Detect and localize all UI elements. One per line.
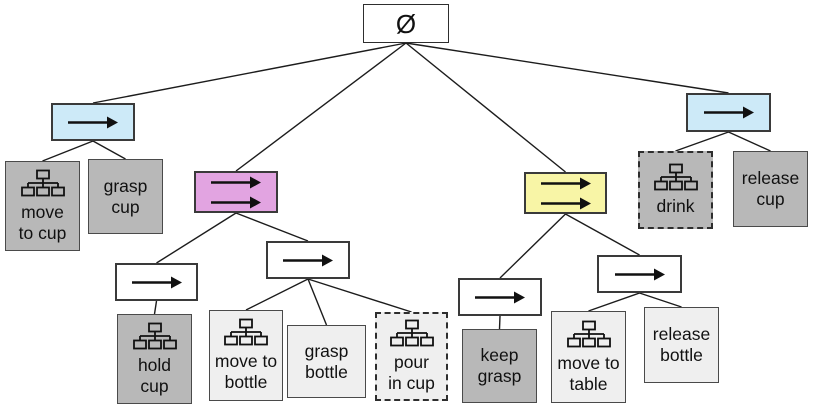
sitemap-icon bbox=[389, 319, 434, 347]
tree-edge bbox=[588, 292, 640, 312]
tree-edge bbox=[307, 278, 412, 313]
node-label-line: cup bbox=[756, 189, 785, 209]
node-root: Ø bbox=[363, 4, 449, 43]
node-label-line: move bbox=[21, 201, 64, 222]
tree-edge bbox=[235, 212, 309, 242]
node-label-line: pour bbox=[393, 352, 429, 372]
sitemap-icon bbox=[20, 169, 65, 196]
tree-edge bbox=[235, 42, 407, 172]
node-label-line: move to bbox=[557, 352, 620, 373]
node-label-line: cup bbox=[111, 196, 140, 217]
node-drink: drink bbox=[638, 151, 713, 229]
right-arrow-icon bbox=[540, 177, 591, 189]
node-par-yellow bbox=[524, 172, 607, 214]
tree-edge bbox=[42, 140, 94, 162]
right-arrow-icon bbox=[131, 276, 182, 288]
node-label-line: release bbox=[652, 324, 711, 344]
tree-edge bbox=[307, 278, 328, 326]
root-symbol: Ø bbox=[395, 8, 417, 39]
right-arrow-icon bbox=[68, 116, 118, 128]
node-seq-left bbox=[51, 103, 135, 141]
sitemap-icon bbox=[224, 318, 268, 346]
node-label-line: table bbox=[569, 373, 608, 394]
tree-edge bbox=[92, 140, 126, 160]
sitemap-icon bbox=[653, 163, 698, 191]
tree-edge bbox=[675, 131, 729, 152]
tree-edge bbox=[92, 42, 407, 104]
node-label-line: move to bbox=[214, 351, 278, 371]
node-label-line: drink bbox=[656, 196, 695, 216]
right-arrow-icon bbox=[475, 291, 525, 303]
tree-edge bbox=[565, 213, 640, 256]
tree-edge bbox=[499, 213, 566, 279]
tree-edge bbox=[405, 42, 566, 173]
node-label-line: grasp bbox=[477, 366, 522, 386]
tree-edge bbox=[498, 315, 501, 330]
tree-edge bbox=[639, 292, 682, 308]
node-label-line: keep bbox=[480, 345, 519, 365]
node-seq-hold bbox=[115, 263, 198, 301]
node-label-line: bottle bbox=[305, 361, 348, 382]
right-arrow-icon bbox=[211, 176, 261, 188]
node-par-pink bbox=[194, 171, 278, 213]
node-label-line: grasp bbox=[103, 175, 148, 196]
tree-edge bbox=[728, 131, 771, 152]
node-seq-right bbox=[686, 93, 771, 132]
node-label-line: bottle bbox=[660, 345, 703, 365]
node-seq-release bbox=[597, 255, 682, 293]
sitemap-icon bbox=[132, 322, 177, 349]
right-arrow-icon bbox=[614, 268, 665, 280]
node-label-line: hold bbox=[137, 354, 172, 375]
right-arrow-icon bbox=[540, 197, 591, 209]
right-arrow-icon bbox=[211, 196, 261, 208]
node-label-line: grasp bbox=[304, 340, 349, 361]
node-label-line: bottle bbox=[224, 372, 268, 392]
node-seq-keep bbox=[458, 278, 542, 316]
right-arrow-icon bbox=[703, 106, 754, 119]
node-label-line: release bbox=[741, 168, 800, 188]
node-label-line: in cup bbox=[388, 373, 435, 393]
node-label-line: to cup bbox=[18, 222, 67, 243]
right-arrow-icon bbox=[283, 254, 333, 266]
tree-edge bbox=[405, 42, 729, 94]
node-seq-bottle bbox=[266, 241, 350, 279]
node-label-line: cup bbox=[140, 375, 169, 396]
sitemap-icon bbox=[566, 320, 611, 347]
tree-edge bbox=[153, 300, 158, 315]
tree-edge bbox=[156, 212, 237, 264]
tree-edge bbox=[245, 278, 309, 311]
node-label: drink bbox=[657, 196, 695, 217]
